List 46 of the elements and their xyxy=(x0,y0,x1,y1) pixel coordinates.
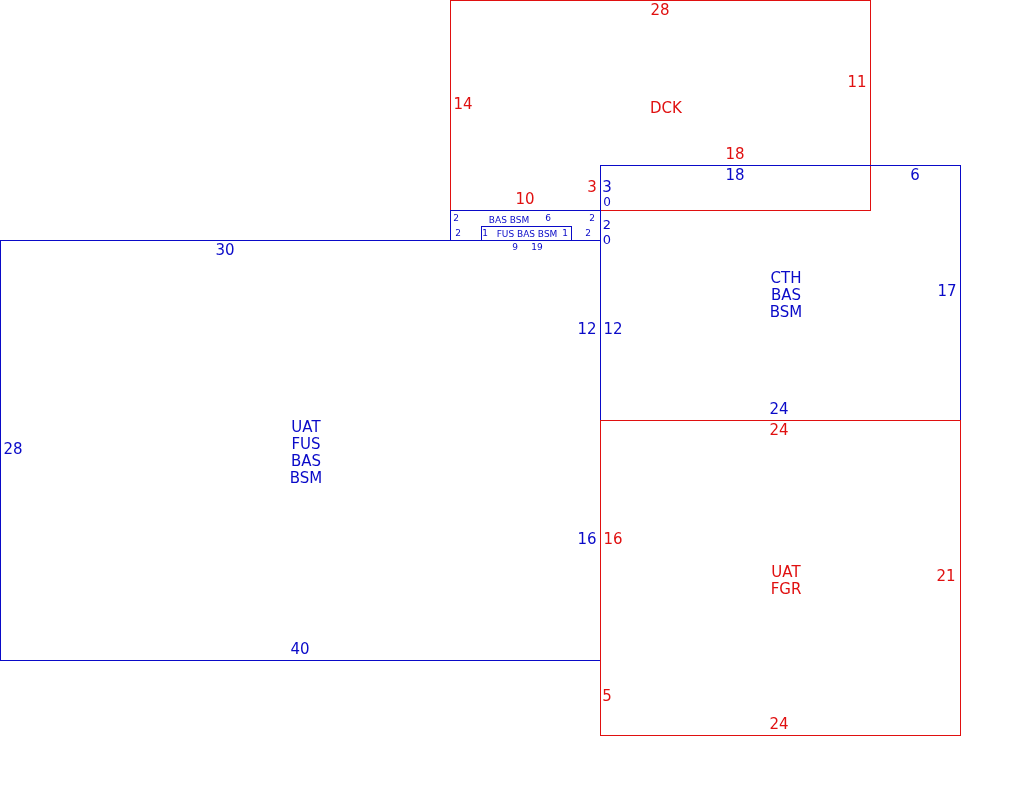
dimension-label: 10 xyxy=(515,190,535,208)
dimension-label: 17 xyxy=(937,282,957,300)
room-box xyxy=(481,226,572,241)
dimension-label: 18 xyxy=(725,166,745,184)
dimension-label: 2 xyxy=(585,228,591,238)
dimension-label: 5 xyxy=(602,687,612,705)
room-label: UAT FGR xyxy=(770,564,802,598)
dimension-label: 24 xyxy=(769,715,789,733)
dimension-label: 1 xyxy=(562,228,568,238)
dimension-label: 16 xyxy=(577,530,597,548)
dimension-label: 3 xyxy=(587,178,597,196)
dimension-label: 0 xyxy=(602,231,612,247)
room-box xyxy=(600,420,961,736)
room-label: BAS BSM xyxy=(488,214,530,226)
dimension-label: 24 xyxy=(769,400,789,418)
room-box xyxy=(450,210,601,241)
dimension-label: 2 xyxy=(589,213,595,223)
room-label: CTH BAS BSM xyxy=(769,269,803,321)
dimension-label: 9 xyxy=(512,242,518,252)
dimension-label: 18 xyxy=(725,145,745,163)
dimension-label: 2 xyxy=(453,213,459,223)
dimension-label: 12 xyxy=(603,320,623,338)
dimension-label: 12 xyxy=(577,320,597,338)
dimension-label: 19 xyxy=(531,242,543,252)
dimension-label: 3 xyxy=(602,178,612,196)
dimension-label: 14 xyxy=(453,95,473,113)
dimension-label: 6 xyxy=(545,213,551,223)
room-label: UAT FUS BAS BSM xyxy=(289,419,323,487)
room-label: FUS BAS BSM xyxy=(496,228,558,240)
room-box xyxy=(600,165,961,421)
dimension-label: 6 xyxy=(910,166,920,184)
dimension-label: 24 xyxy=(769,421,789,439)
dimension-label: 21 xyxy=(936,567,956,585)
dimension-label: 40 xyxy=(290,640,310,658)
room-box xyxy=(450,0,871,211)
dimension-label: 1 xyxy=(482,228,488,238)
dimension-label: 0 xyxy=(603,195,611,209)
dimension-label: 30 xyxy=(215,241,235,259)
dimension-label: 2 xyxy=(602,216,612,232)
dimension-label: 28 xyxy=(650,1,670,19)
dimension-label: 16 xyxy=(603,530,623,548)
room-label: DCK xyxy=(650,99,682,117)
dimension-label: 2 xyxy=(455,228,461,238)
dimension-label: 28 xyxy=(3,440,23,458)
dimension-label: 11 xyxy=(847,73,867,91)
room-box xyxy=(0,240,601,661)
